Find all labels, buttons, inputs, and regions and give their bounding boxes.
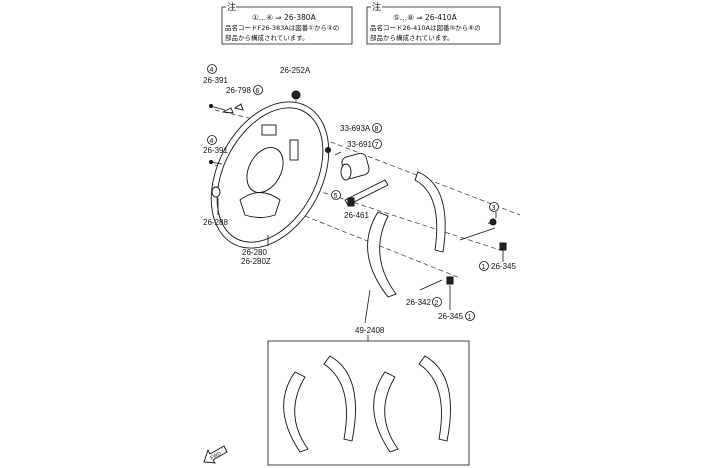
ref-number: 2 [435,300,439,307]
lower-spring [419,279,443,291]
part-label[interactable]: 49-2408 [355,326,385,335]
note-line: 品名コード26-410Aは図番⑤から⑧の [370,23,481,32]
part-label[interactable]: 26-280 [242,248,267,257]
ref-number: 4 [210,138,214,145]
part-label[interactable]: 26-252A [280,66,311,75]
part-label[interactable]: 26-391 [203,76,228,85]
part-label[interactable]: 26-345 [438,312,463,321]
note-line: 部品から構成されています。 [225,33,309,42]
part-labels: 4 26-391 26-798 6 26-252A 33-693A 8 33-6… [203,64,516,335]
note-box-2: 注 ⑤…⑧ ⇒ 26-410A 品名コード26-410Aは図番⑤から⑧の 部品か… [366,1,501,45]
ref-number: 1 [482,264,486,271]
part-label[interactable]: 26-798 [226,86,251,95]
backing-plate [210,101,330,249]
part-label[interactable]: 26-288 [203,218,228,227]
part-label[interactable]: 26-391 [203,146,228,155]
part-label[interactable]: 33-693A [340,124,371,133]
retainer-part [499,242,507,251]
fwd-arrow-icon: FWD [203,445,228,464]
ref-number: 5 [334,193,338,200]
note-line: ⑤…⑧ ⇒ 26-410A [393,13,458,22]
brake-shoe-right [414,171,446,253]
fwd-label: FWD [210,451,223,462]
grommet-part [211,186,221,198]
part-label[interactable]: 26-342 [406,298,431,307]
ref-number: 3 [492,205,496,212]
ref-number: 1 [468,314,472,321]
ref-number: 6 [256,88,260,95]
part-label[interactable]: 26-345 [491,262,516,271]
wheel-cylinder [325,147,370,181]
shoe-set-box [267,335,470,466]
note-line: 部品から構成されています。 [370,33,454,42]
part-label[interactable]: 26-280Z [241,257,271,266]
note-line: ①…④ ⇒ 26-380A [252,13,317,22]
retainer-part [446,276,454,285]
note-title: 注 [227,1,236,13]
ref-number: 7 [375,142,379,149]
note-line: 品名コードF26-383Aは図番①から④の [225,23,339,32]
part-label[interactable]: 26-461 [344,211,369,220]
ref-number: 4 [210,67,214,74]
note-title: 注 [372,1,381,13]
plug-part [291,90,301,100]
note-box-1: 注 ①…④ ⇒ 26-380A 品名コードF26-383Aは図番①から④の 部品… [221,1,353,45]
ref-number: 8 [375,126,379,133]
adjuster-part [344,179,389,206]
clip-part [221,103,244,114]
brake-shoe-left [367,211,397,298]
part-label[interactable]: 33-691 [347,140,372,149]
